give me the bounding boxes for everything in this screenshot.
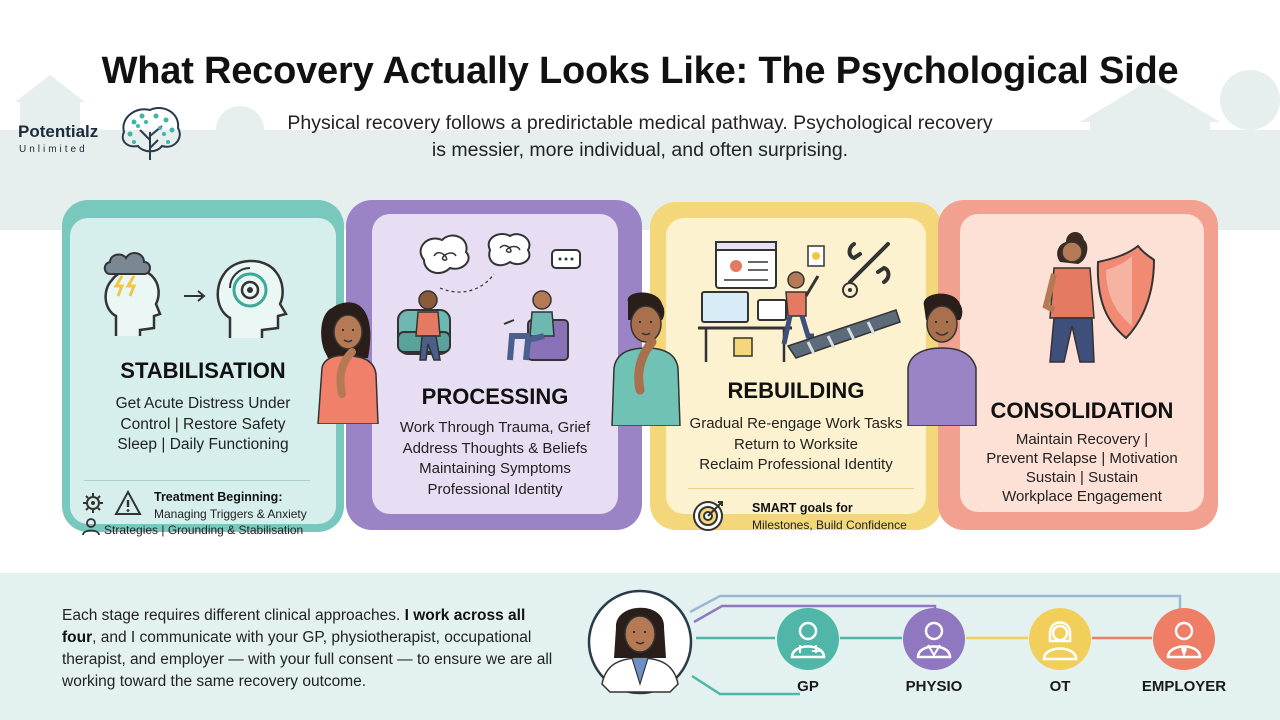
divider xyxy=(84,480,310,481)
storm-head-icon xyxy=(103,252,162,336)
stage-card-rebuilding: REBUILDING Gradual Re-engage Work Tasks … xyxy=(650,202,942,532)
brand-logo: Potentialz Unlimited xyxy=(16,104,196,164)
stage-title: PROCESSING xyxy=(421,384,569,409)
logo-name: Potentialz xyxy=(18,122,99,141)
divider xyxy=(688,488,914,489)
warning-icon xyxy=(114,490,142,515)
stage-line: Control | Restore Safety xyxy=(120,415,286,433)
stage-line: Sustain | Sustain xyxy=(1025,469,1139,486)
collaboration-text-part: Each stage requires different clinical a… xyxy=(62,607,405,624)
calm-head-icon xyxy=(216,259,288,338)
ot-icon xyxy=(1029,608,1091,670)
stage-line: Reclaim Professional Identity xyxy=(699,456,893,473)
subtitle-line-2: is messier, more individual, and often s… xyxy=(431,139,849,161)
stakeholder-label-gp: GP xyxy=(797,678,819,695)
collaboration-text-bold: I work across all four xyxy=(62,607,526,646)
stage-line: Sleep | Daily Functioning xyxy=(117,436,289,453)
workspace-icon xyxy=(698,241,901,362)
stakeholder-label-ot: OT xyxy=(1049,678,1071,695)
stage-title: STABILISATION xyxy=(120,358,286,383)
stage-line: Gradual Re-engage Work Tasks xyxy=(689,415,903,432)
stage-line: Get Acute Distress Under xyxy=(115,395,291,412)
stage-line: Address Thoughts & Beliefs xyxy=(402,439,588,457)
stage-line: Maintaining Symptoms xyxy=(419,460,571,477)
stage-title: CONSOLIDATION xyxy=(990,398,1174,423)
shield-icon xyxy=(1042,231,1156,363)
stage-line: Prevent Relapse | Motivation xyxy=(986,450,1178,467)
stage-card-panel: STABILISATION Get Acute Distress Under C… xyxy=(70,218,336,537)
stage-line: Return to Worksite xyxy=(734,435,858,453)
treatment-line: Strategies | Grounding & Stabilisation xyxy=(104,523,304,537)
gear-icon xyxy=(83,493,103,513)
tools-icon xyxy=(847,242,891,284)
collaboration-text-part: , and I communicate with your GP, physio… xyxy=(62,629,553,690)
man-thinking-illustration xyxy=(611,292,681,426)
stage-card-panel: PROCESSING Work Through Trauma, Grief Ad… xyxy=(372,214,618,514)
page-subtitle: Physical recovery follows a predirictabl… xyxy=(270,110,1010,164)
stage-line: Workplace Engagement xyxy=(1002,488,1162,505)
stage-description: Work Through Trauma, Grief Address Thoug… xyxy=(372,418,618,500)
stage-title: REBUILDING xyxy=(727,378,865,403)
stage-card-consolidation: CONSOLIDATION Maintain Recovery | Preven… xyxy=(938,200,1218,530)
target-icon xyxy=(693,501,723,531)
stage-line: Work Through Trauma, Grief xyxy=(399,419,591,436)
page-title: What Recovery Actually Looks Like: The P… xyxy=(101,50,1179,92)
stage-description: Get Acute Distress Under Control | Resto… xyxy=(70,394,336,456)
therapy-session-icon xyxy=(397,232,581,361)
stakeholder-label-employer: EMPLOYER xyxy=(1141,678,1227,695)
psychologist-avatar xyxy=(587,589,693,695)
brain-tree-icon xyxy=(121,107,181,160)
stakeholder-label-physio: PHYSIO xyxy=(905,678,963,695)
treatment-heading: Treatment Beginning: xyxy=(154,490,283,504)
stage-line: Professional Identity xyxy=(427,480,563,498)
stage-card-panel: REBUILDING Gradual Re-engage Work Tasks … xyxy=(666,218,926,532)
arrow-icon xyxy=(184,290,206,302)
gp-icon xyxy=(777,608,839,670)
employer-icon xyxy=(1153,608,1215,670)
person-icon xyxy=(82,518,100,536)
man-standing-illustration xyxy=(907,293,977,426)
physio-icon xyxy=(903,608,965,670)
stage-line: Maintain Recovery | xyxy=(1015,431,1149,448)
stage-card-stabilisation: STABILISATION Get Acute Distress Under C… xyxy=(62,200,344,537)
stage-description: Gradual Re-engage Work Tasks Return to W… xyxy=(666,414,926,476)
smart-goals-heading: SMART goals for xyxy=(752,501,853,515)
woman-thinking-illustration xyxy=(317,302,379,424)
smart-goals-line: Milestones, Build Confidence xyxy=(752,518,907,532)
logo-tagline: Unlimited xyxy=(19,144,88,155)
stage-card-processing: PROCESSING Work Through Trauma, Grief Ad… xyxy=(346,200,642,530)
subtitle-line-1: Physical recovery follows a predirictabl… xyxy=(287,112,993,134)
treatment-line: Managing Triggers & Anxiety xyxy=(154,507,307,521)
stage-card-panel: CONSOLIDATION Maintain Recovery | Preven… xyxy=(960,214,1204,512)
stage-description: Maintain Recovery | Prevent Relapse | Mo… xyxy=(960,430,1204,506)
collaboration-text: Each stage requires different clinical a… xyxy=(62,605,562,693)
